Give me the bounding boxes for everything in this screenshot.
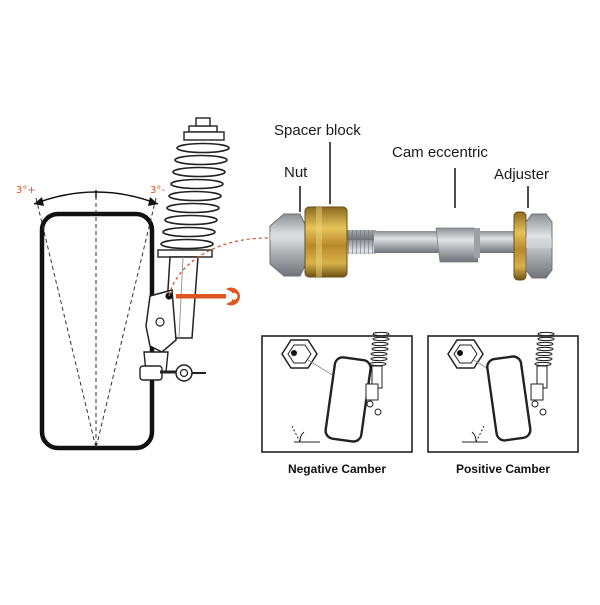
camber-line-left — [35, 197, 97, 449]
label-adjuster: Adjuster — [494, 166, 550, 183]
adjuster-washer — [513, 211, 527, 281]
tire-outline — [39, 211, 155, 451]
label-spacer-block: Spacer block — [274, 122, 361, 139]
leader-lines — [299, 142, 529, 212]
wheel-strut-illustration — [33, 117, 269, 451]
caption-positive-camber: Positive Camber — [455, 462, 551, 476]
camber-line-right — [95, 197, 157, 449]
spacer-block — [304, 206, 348, 278]
angle-label-right: 3°- — [150, 185, 165, 196]
camber-bolt-kit — [269, 206, 553, 281]
wrench-icon — [176, 287, 240, 306]
hex-nut — [269, 213, 307, 277]
angle-label-left: 3°+ — [16, 185, 36, 196]
positive-camber-panel — [427, 331, 579, 453]
cam-eccentric-lobe — [435, 227, 479, 263]
label-nut: Nut — [284, 164, 308, 181]
bolt-head — [525, 213, 553, 279]
hex-nut-icon — [447, 339, 484, 369]
caption-negative-camber: Negative Camber — [287, 462, 387, 476]
hex-nut-icon — [281, 339, 318, 369]
label-cam-eccentric: Cam eccentric — [392, 144, 488, 161]
strut-assembly — [139, 117, 230, 382]
negative-camber-panel — [261, 331, 413, 453]
